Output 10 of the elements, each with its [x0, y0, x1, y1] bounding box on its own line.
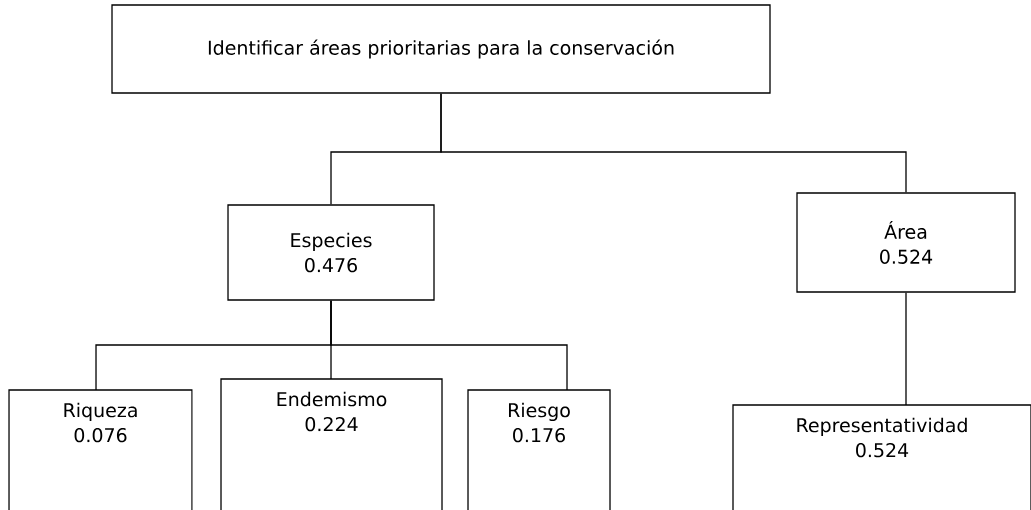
box: Endemismo 0.224 — [220, 378, 443, 510]
connector-line — [905, 292, 907, 406]
connector-line — [440, 93, 907, 193]
box: Representatividad 0.524 — [732, 404, 1031, 510]
box: Especies 0.476 — [227, 204, 435, 301]
box: Riesgo 0.176 — [467, 389, 611, 510]
box: Identificar áreas prioritarias para la conservación — [111, 4, 771, 94]
box: Riqueza 0.076 — [8, 389, 193, 510]
connector-line — [330, 300, 568, 391]
box: Área 0.524 — [796, 192, 1016, 293]
